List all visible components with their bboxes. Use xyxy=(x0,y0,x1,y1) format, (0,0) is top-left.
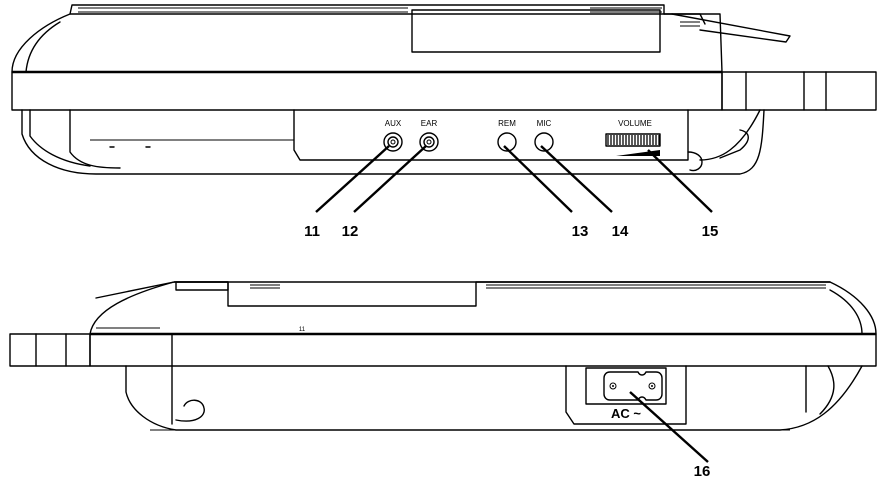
callout-12: 12 xyxy=(342,223,359,240)
bottom-lower-body xyxy=(125,365,863,431)
rem-port xyxy=(497,132,517,152)
callout-13: 13 xyxy=(572,223,589,240)
volume-label: VOLUME xyxy=(618,119,652,128)
port-panel xyxy=(293,109,689,161)
top-leader-lines xyxy=(315,145,713,213)
ear-port xyxy=(419,132,439,152)
callout-15: 15 xyxy=(702,223,719,240)
bottom-grille xyxy=(95,281,831,307)
top-main-band xyxy=(11,71,723,111)
ac-panel xyxy=(565,365,687,425)
mic-port xyxy=(534,132,554,152)
callout-16: 16 xyxy=(694,463,711,480)
bottom-device-view: 11 AC ~ 16 xyxy=(9,281,877,480)
top-upper-body xyxy=(11,13,723,73)
callout-14: 14 xyxy=(612,223,629,240)
callout-11: 11 xyxy=(304,223,320,240)
top-handle xyxy=(721,71,877,111)
rem-label: REM xyxy=(498,119,516,128)
bottom-main-band xyxy=(89,333,877,367)
top-device-view: AUX EAR REM MIC VOLUME 11 12 13 14 15 xyxy=(11,4,877,240)
aux-port xyxy=(383,132,403,152)
ac-leader-line xyxy=(629,391,709,463)
bottom-handle xyxy=(9,333,91,367)
bottom-upper-body xyxy=(89,281,877,335)
ac-inlet xyxy=(585,367,667,405)
top-lower-body xyxy=(21,109,765,175)
mic-label: MIC xyxy=(537,119,552,128)
top-grille xyxy=(69,4,791,53)
ac-label: AC ~ xyxy=(611,406,641,421)
aux-label: AUX xyxy=(385,119,402,128)
ear-label: EAR xyxy=(421,119,438,128)
bottom-small-mark: 11 xyxy=(299,327,306,333)
volume-wheel xyxy=(605,133,661,156)
